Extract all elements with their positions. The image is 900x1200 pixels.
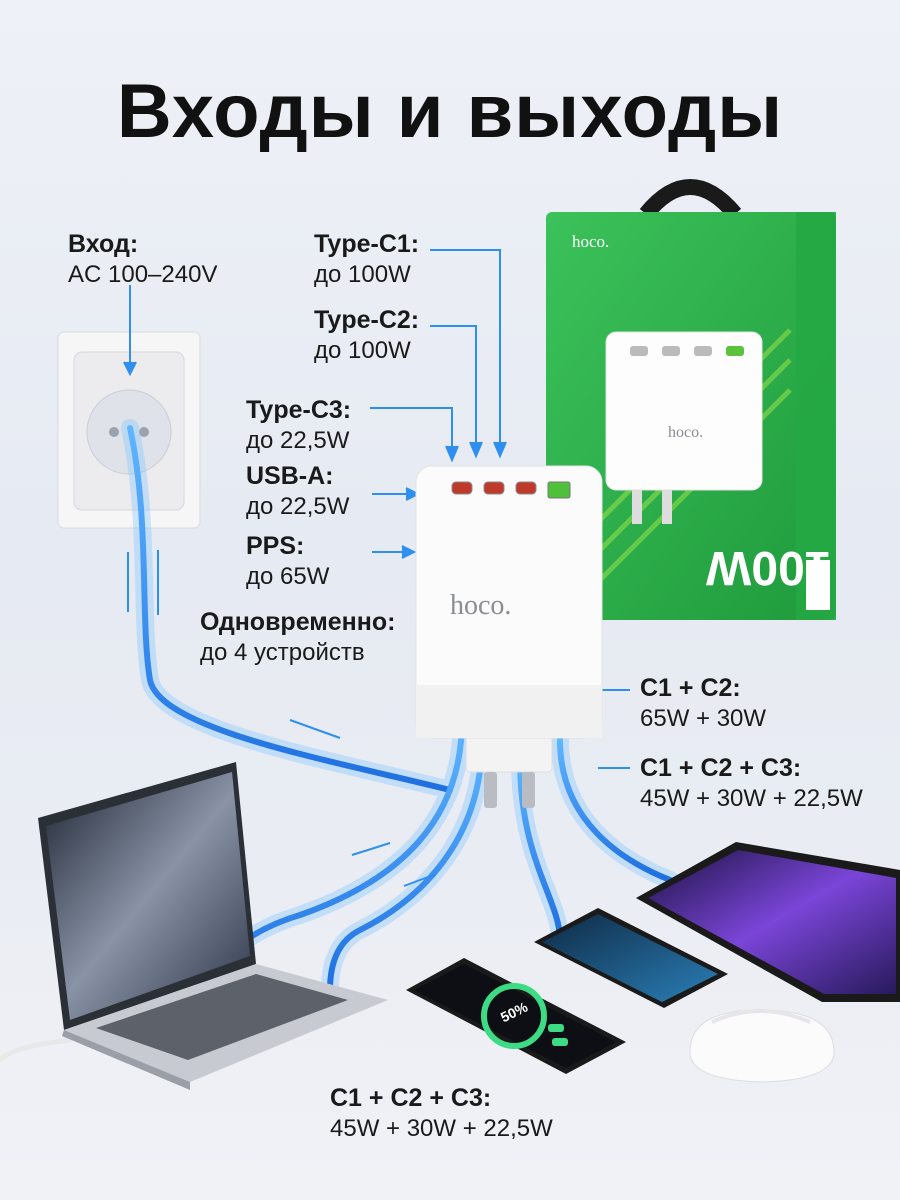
spec-input: Вход: AC 100–240V	[68, 228, 217, 291]
spec-combo-c1-c2-label: C1 + C2:	[640, 674, 741, 702]
spec-pps-value: до 65W	[246, 563, 330, 590]
spec-input-label: Вход:	[68, 230, 139, 258]
spec-combo-c1-c2-c3-right-value: 45W + 30W + 22,5W	[640, 785, 863, 812]
page-title: Входы и выходы	[116, 69, 784, 154]
box-power-label: 100W	[706, 541, 832, 594]
spec-pps-label: PPS:	[246, 532, 305, 560]
spec-usb-a-label: USB-A:	[246, 462, 334, 490]
phone-right	[534, 908, 728, 1008]
spec-type-c2: Type-C2: до 100W	[314, 304, 419, 367]
charger	[415, 465, 603, 808]
spec-type-c1-label: Type-C1:	[314, 230, 420, 258]
spec-combo-c1-c2-c3-bottom-label: C1 + C2 + C3:	[330, 1084, 492, 1112]
spec-type-c1-value: до 100W	[314, 261, 411, 288]
spec-combo-c1-c2-value: 65W + 30W	[640, 705, 767, 732]
earbuds-case	[689, 1009, 835, 1083]
laptop	[38, 762, 388, 1090]
product-box	[546, 179, 836, 622]
spec-pps: PPS: до 65W	[246, 530, 329, 593]
spec-input-value: AC 100–240V	[68, 261, 218, 288]
spec-type-c1: Type-C1: до 100W	[314, 228, 419, 291]
spec-type-c3: Type-C3: до 22,5W	[246, 394, 351, 457]
spec-type-c3-label: Type-C3:	[246, 396, 352, 424]
spec-usb-a: USB-A: до 22,5W	[246, 460, 349, 523]
spec-simultaneous-label: Одновременно:	[200, 608, 396, 636]
spec-type-c2-label: Type-C2:	[314, 306, 420, 334]
spec-simultaneous: Одновременно: до 4 устройств	[200, 606, 395, 669]
box-logo: hoco.	[572, 232, 610, 251]
spec-combo-c1-c2-c3-right: C1 + C2 + C3: 45W + 30W + 22,5W	[640, 752, 863, 815]
spec-type-c2-value: до 100W	[314, 337, 411, 364]
spec-type-c3-value: до 22,5W	[246, 427, 350, 454]
spec-combo-c1-c2: C1 + C2: 65W + 30W	[640, 672, 766, 735]
spec-combo-c1-c2-c3-right-label: C1 + C2 + C3:	[640, 754, 802, 782]
phone-left	[406, 958, 626, 1074]
charger-logo: hoco.	[450, 590, 512, 621]
spec-combo-c1-c2-c3-bottom-value: 45W + 30W + 22,5W	[330, 1115, 553, 1142]
spec-usb-a-value: до 22,5W	[246, 493, 350, 520]
annotation-arrows	[123, 249, 630, 887]
spec-combo-c1-c2-c3-bottom: C1 + C2 + C3: 45W + 30W + 22,5W	[330, 1082, 553, 1145]
spec-simultaneous-value: до 4 устройств	[200, 639, 365, 666]
box-charger-logo: hoco.	[668, 424, 704, 441]
tablet	[636, 842, 900, 1002]
